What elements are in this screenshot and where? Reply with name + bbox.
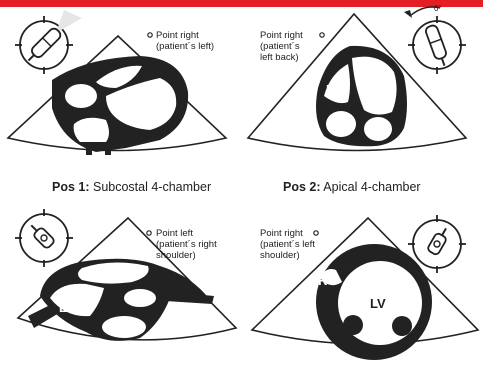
heart-subcostal-chambers xyxy=(65,65,177,142)
ultrasound-sector xyxy=(6,34,228,152)
label-rv: RV xyxy=(318,273,336,288)
label-lv: LV xyxy=(124,96,140,111)
orientation-note-1: Point right (patient´s left) xyxy=(156,30,215,52)
label-rv: RV xyxy=(114,67,132,82)
caption-pos-2: Pos 2: Apical 4-chamber xyxy=(283,180,421,194)
label-lv: LV xyxy=(362,69,378,84)
transducer-icon xyxy=(427,227,447,256)
label-lv: LV xyxy=(59,300,75,315)
angle-label: 0° xyxy=(434,4,442,13)
panel-parasternal-short: RV LV xyxy=(250,215,480,360)
panel-subcostal: RV RA LV LA xyxy=(6,10,228,155)
label-rv: RV xyxy=(326,82,344,97)
heart-short-axis xyxy=(316,244,432,360)
caption-pos-1: Pos 1: Subcostal 4-chamber xyxy=(52,180,212,194)
transducer-icon xyxy=(30,224,55,249)
transducer-icon xyxy=(27,27,62,62)
probe-dial xyxy=(408,215,466,273)
beam-cone-icon xyxy=(56,10,82,33)
heart-apical-chambers xyxy=(324,56,397,141)
panel-parasternal-long: RV LV AO LA xyxy=(15,209,238,341)
label-rv: RV xyxy=(95,268,113,283)
label-ra: RA xyxy=(331,117,350,132)
orientation-note-3: Point left (patient´s right shoulder) xyxy=(156,228,217,261)
label-la: LA xyxy=(369,122,387,137)
ultrasound-sector xyxy=(16,216,238,341)
label-ra: RA xyxy=(70,89,89,104)
label-la: LA xyxy=(114,320,132,335)
marker-dot xyxy=(146,230,152,236)
marker-dot xyxy=(313,230,319,236)
probe-dial xyxy=(15,209,73,267)
ultrasound-sector xyxy=(246,12,468,152)
marker-dot xyxy=(319,32,325,38)
marker-dot xyxy=(147,32,153,38)
probe-dial xyxy=(15,16,73,74)
label-la: LA xyxy=(83,125,101,140)
top-accent-bar xyxy=(0,0,483,7)
orientation-note-2: Point right (patient´s left back) xyxy=(260,30,303,63)
panel-apical: LV RV RA LA 0° xyxy=(246,4,468,152)
label-lv: LV xyxy=(370,296,386,311)
orientation-note-4: Point right (patient´s left shoulder) xyxy=(260,228,315,261)
probe-dial xyxy=(408,16,466,74)
transducer-icon xyxy=(425,24,447,67)
heart-long-axis-chambers xyxy=(50,262,156,338)
label-ao: AO xyxy=(129,291,149,306)
rotation-arrow-icon xyxy=(409,6,441,17)
